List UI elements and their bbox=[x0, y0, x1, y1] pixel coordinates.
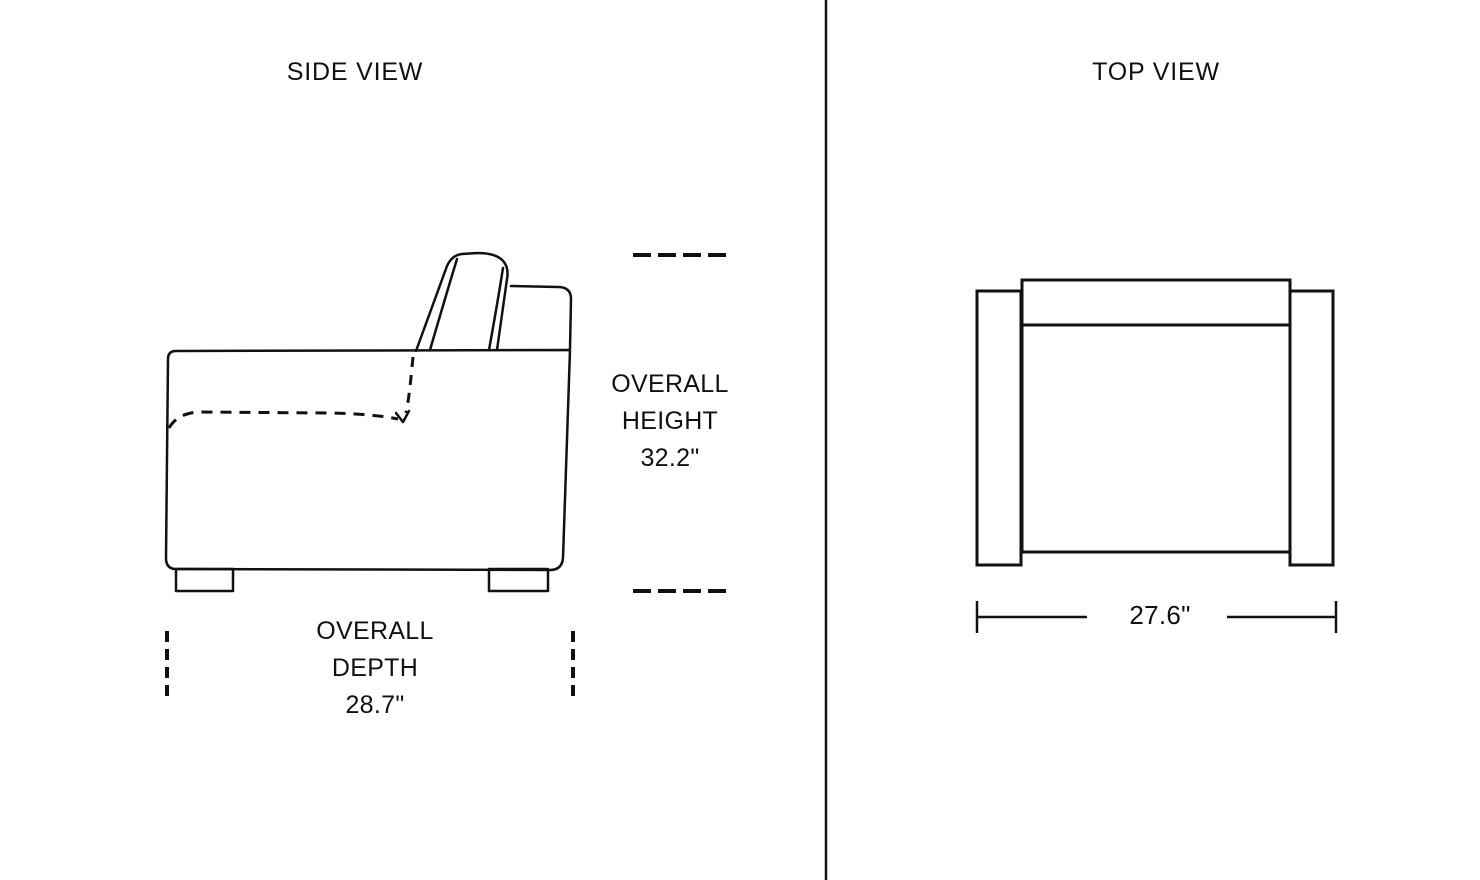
overall-depth-label-line2: DEPTH bbox=[331, 654, 419, 682]
rear-foot bbox=[487, 567, 550, 593]
top-width-value: 27.6" bbox=[1129, 600, 1191, 630]
seat-contour-dashed bbox=[404, 356, 415, 414]
overall-height-value: 32.2" bbox=[640, 444, 700, 472]
back-cushion-seam-left bbox=[428, 257, 459, 352]
back-cushion-seam-right bbox=[487, 266, 505, 352]
overall-height-label: OVERALL HEIGHT 32.2" bbox=[611, 366, 728, 477]
sofa-body-outline bbox=[164, 348, 572, 572]
overall-depth-value: 28.7" bbox=[345, 691, 405, 719]
left-armrest-top bbox=[975, 289, 1023, 567]
overall-depth-label: OVERALL DEPTH 28.7" bbox=[316, 613, 433, 724]
side-view-drawing bbox=[164, 251, 727, 697]
front-foot bbox=[174, 567, 235, 593]
backrest-outline bbox=[509, 284, 573, 351]
arm-contour-dashed bbox=[167, 410, 399, 429]
back-cushion-outline bbox=[414, 251, 509, 353]
top-view-drawing bbox=[975, 278, 1338, 633]
overall-depth-label-line1: OVERALL bbox=[316, 617, 434, 645]
overall-height-label-line1: OVERALL bbox=[611, 370, 729, 398]
contour-arrowhead bbox=[394, 409, 411, 424]
top-view-title: TOP VIEW bbox=[1092, 58, 1220, 86]
right-armrest-top bbox=[1288, 289, 1335, 567]
side-view-title: SIDE VIEW bbox=[286, 58, 424, 86]
seat-top-outline bbox=[1020, 278, 1292, 554]
overall-height-label-line2: HEIGHT bbox=[621, 407, 719, 435]
